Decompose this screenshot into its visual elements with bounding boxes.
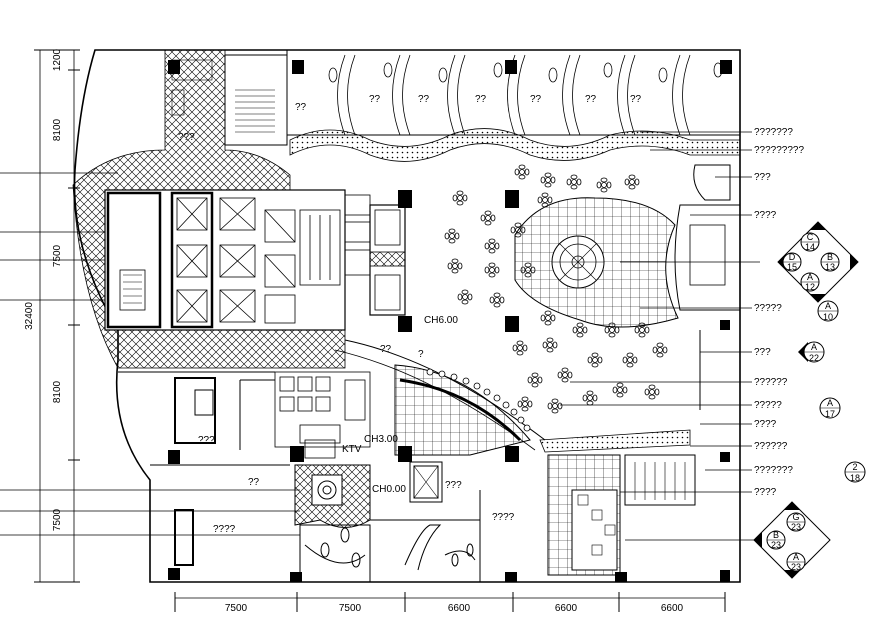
elevation-ref-diamond-bottom: G 23 B 23 A 23 xyxy=(753,501,831,579)
label-ceiling-height-3: CH0.00 xyxy=(372,484,406,495)
callout-1: ??????? xyxy=(754,127,793,138)
label-hall-marker: ? xyxy=(418,349,424,360)
bottom-lounge xyxy=(299,490,481,583)
service-shafts xyxy=(344,194,406,316)
label-ktv: KTV xyxy=(342,444,362,455)
left-rooms xyxy=(118,371,290,566)
bottom-dimension-line: 7500 7500 6600 6600 6600 xyxy=(174,592,726,614)
ref-right-num: 13 xyxy=(825,262,835,272)
ref-top-letter: C xyxy=(807,232,814,242)
ref-b-bottom-letter: A xyxy=(793,552,799,562)
ref-b-top-num: 23 xyxy=(791,522,801,532)
ref-circle-2-letter: A xyxy=(827,398,833,408)
section-ref-arrow-1: A 22 xyxy=(798,341,825,363)
dim-left-5: 7500 xyxy=(52,508,63,531)
left-dimension-line: 1200 8100 7500 8100 7500 32400 xyxy=(24,48,80,583)
right-leaders xyxy=(560,131,760,541)
section-ref-circle-3: 2 18 xyxy=(844,461,866,483)
callout-11: ??????? xyxy=(754,465,793,476)
label-booth-1: ?? xyxy=(295,102,307,113)
dim-left-3: 7500 xyxy=(52,244,63,267)
label-bottom-left-room: ???? xyxy=(213,524,236,535)
ref-b-left-num: 23 xyxy=(771,540,781,550)
dim-left-total: 32400 xyxy=(24,302,35,330)
stage-area xyxy=(674,164,741,410)
small-elevator xyxy=(409,461,443,503)
structural-columns xyxy=(168,60,732,582)
callout-4: ???? xyxy=(754,210,777,221)
ref-bottom-num: 12 xyxy=(805,282,815,292)
restroom-center xyxy=(274,371,371,448)
dim-bottom-4: 6600 xyxy=(555,603,578,614)
elevator-core xyxy=(104,189,346,331)
ref-circle-1-num: 10 xyxy=(823,312,833,322)
label-ceiling-height-2: CH3.00 xyxy=(364,434,398,445)
label-booth-6: ?? xyxy=(585,94,597,105)
section-ref-circle-2: A 17 xyxy=(819,397,841,419)
label-booth-4: ?? xyxy=(475,94,487,105)
ref-top-num: 14 xyxy=(805,242,815,252)
label-booth-7: ?? xyxy=(630,94,642,105)
section-ref-circle-1: A 10 xyxy=(817,300,839,322)
room-labels: CH6.00 CH3.00 CH0.00 KTV ?? ?? ?? ?? ?? … xyxy=(178,94,642,535)
elevation-ref-diamond-top: C 14 D 15 B 13 A 12 xyxy=(777,221,859,303)
callout-2: ????????? xyxy=(754,145,804,156)
label-ceiling-height-1: CH6.00 xyxy=(424,315,458,326)
callout-8: ????? xyxy=(754,400,782,411)
dim-left-4: 8100 xyxy=(52,380,63,403)
dim-left-2: 8100 xyxy=(52,118,63,141)
bar-counter-wedge xyxy=(394,364,531,456)
label-booth-3: ?? xyxy=(418,94,430,105)
ref-circle-3-num: 18 xyxy=(850,473,860,483)
ref-right-letter: B xyxy=(827,252,833,262)
building-outline xyxy=(72,49,741,583)
callout-9: ???? xyxy=(754,419,777,430)
ref-b-top-letter: G xyxy=(792,512,799,522)
ref-b-left-letter: B xyxy=(773,530,779,540)
callout-6: ??? xyxy=(754,347,771,358)
ref-circle-1-letter: A xyxy=(825,301,831,311)
center-dance-floor xyxy=(514,197,679,328)
callout-5: ????? xyxy=(754,303,782,314)
label-booth-2: ?? xyxy=(369,94,381,105)
label-elevator-hall: ??? xyxy=(445,480,462,491)
label-left-room: ?? xyxy=(248,477,260,488)
ref-circle-3-letter: 2 xyxy=(852,462,857,472)
ref-bottom-letter: A xyxy=(807,272,813,282)
dim-bottom-3: 6600 xyxy=(448,603,471,614)
dim-bottom-5: 6600 xyxy=(661,603,684,614)
callout-7: ?????? xyxy=(754,377,788,388)
ref-b-bottom-num: 23 xyxy=(791,562,801,572)
ref-circle-2-num: 17 xyxy=(825,409,835,419)
dim-bottom-1: 7500 xyxy=(225,603,248,614)
ktv-zone xyxy=(294,439,371,528)
callout-3: ??? xyxy=(754,172,771,183)
ref-arrow-1-num: 22 xyxy=(809,353,819,363)
callout-12: ???? xyxy=(754,487,777,498)
callout-labels: ??????? ????????? ??? ???? ????? ??? ???… xyxy=(754,127,804,498)
label-bottom-center-room: ???? xyxy=(492,512,515,523)
label-lobby: ??? xyxy=(178,132,195,143)
dim-bottom-2: 7500 xyxy=(339,603,362,614)
label-left-office: ??? xyxy=(198,435,215,446)
ref-left-num: 15 xyxy=(787,262,797,272)
bottom-right-restrooms xyxy=(539,429,696,576)
label-corridor: ?? xyxy=(380,344,392,355)
dim-left-1: 1200 xyxy=(52,48,63,71)
callout-10: ?????? xyxy=(754,441,788,452)
ref-arrow-1-letter: A xyxy=(811,342,817,352)
top-booth-row xyxy=(286,49,741,162)
label-booth-5: ?? xyxy=(530,94,542,105)
ref-left-letter: D xyxy=(789,252,796,262)
